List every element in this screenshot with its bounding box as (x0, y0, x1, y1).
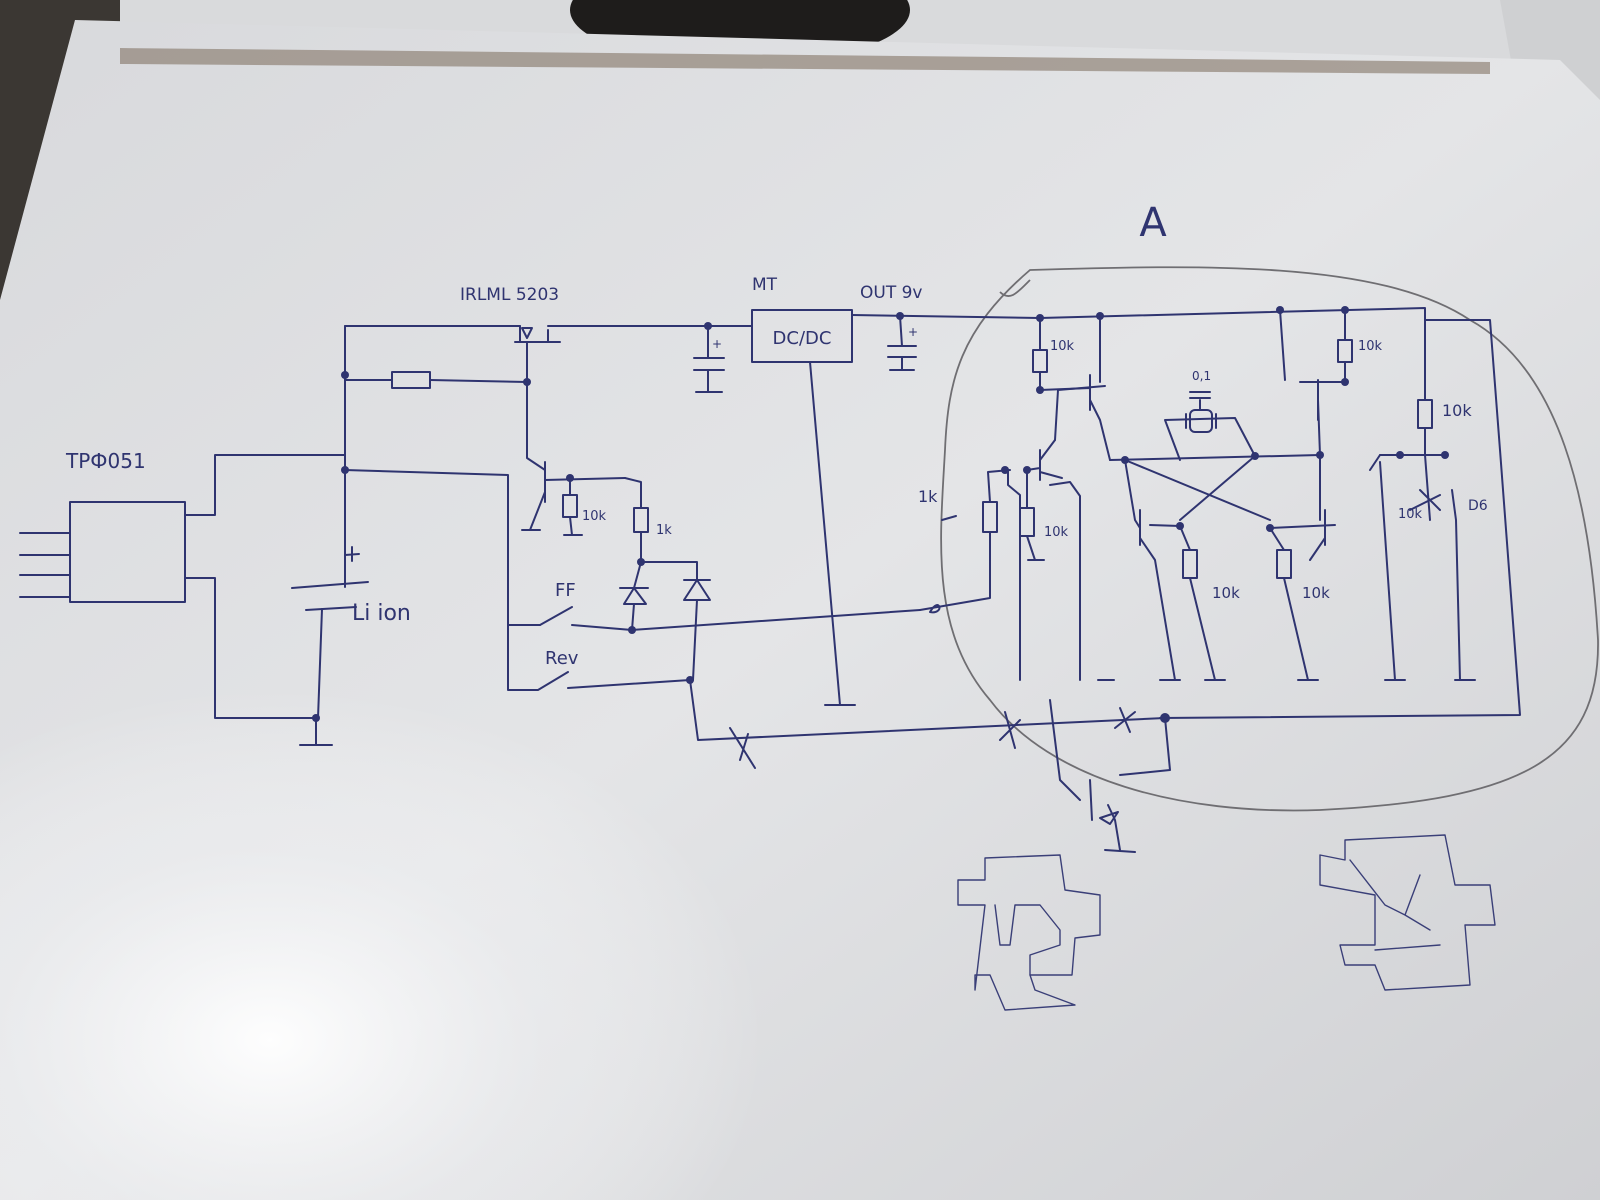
cap-plates (1185, 391, 1217, 429)
base-resistor-leads (563, 477, 583, 536)
ground-left (299, 717, 333, 746)
input-resistor-10k-leads (1026, 469, 1045, 561)
zener-symbol (1409, 454, 1441, 521)
p-mosfet-symbol (514, 325, 709, 383)
cross-coupling (1124, 455, 1271, 521)
wire-ic-to-battery-plus (184, 454, 346, 516)
wire-diodes-top (640, 561, 698, 581)
top-right-resistor (1337, 339, 1353, 363)
diode-leads (631, 599, 698, 681)
cap-plus: + (908, 325, 918, 339)
switch-rev-label: Rev (545, 648, 579, 669)
bottom-right-resistor-label: 10k (1302, 584, 1330, 602)
block-a-outline-tick (999, 279, 1031, 297)
wire-driver-base (544, 477, 626, 481)
right-resistor (1417, 399, 1433, 429)
bottom-left-resistor-leads (1189, 577, 1226, 681)
light-glare (0, 560, 900, 1200)
wire-ff-bases (1149, 524, 1336, 551)
sot23-sketch-right-inner (1349, 859, 1441, 951)
junction (341, 371, 349, 379)
input-capacitor (693, 325, 725, 393)
top-left-pnp (1039, 315, 1111, 461)
wire-switch-feed (344, 469, 541, 626)
right-resistor-label: 10k (1442, 401, 1472, 420)
bottom-left-resistor-label: 10k (1212, 584, 1240, 602)
led-resistor-leads (624, 477, 642, 561)
switch-ff-label: FF (555, 580, 576, 601)
junction (1396, 451, 1404, 459)
switch-rev (507, 624, 691, 691)
base-resistor-label: 10k (582, 509, 607, 524)
block-a-label: A (1139, 200, 1167, 246)
ff-transistor-right (1309, 454, 1326, 561)
input-resistor-1k-label: 1k (918, 487, 938, 506)
output-capacitor (887, 315, 917, 371)
charger-ic-body (69, 501, 186, 603)
wire-right-rail (1159, 319, 1521, 719)
ff-transistor-left (1124, 459, 1176, 681)
wire-to-input (919, 559, 991, 611)
charger-ic-label: TPФ051 (65, 449, 146, 473)
charger-ic-pins-left (19, 532, 71, 598)
top-right-pnp (1299, 379, 1346, 456)
sot23-sketch-left (957, 854, 1101, 1011)
wire-gate-resistor (344, 379, 528, 383)
input-transistor (1026, 439, 1063, 481)
output-npn-arrow (1099, 811, 1119, 825)
wire-a-top-rail (1039, 307, 1426, 321)
dcdc-block (751, 309, 853, 363)
junction (628, 626, 636, 634)
wire-cap-bridge (1164, 417, 1256, 461)
block-a-outline (940, 266, 1599, 812)
dcdc-maker-label: MT (752, 275, 778, 295)
sot23-sketch-left-inner (994, 904, 1061, 976)
junction (1441, 451, 1449, 459)
cut-mark (729, 727, 756, 769)
p-mosfet-arrow (521, 327, 533, 339)
p-mosfet-label: IRLML 5203 (460, 285, 559, 305)
sot23-sketch-right (1319, 834, 1496, 991)
dcdc-label: DC/DC (773, 328, 832, 349)
output-npn (1049, 699, 1171, 853)
input-resistor-10k-label: 10k (1044, 525, 1069, 540)
battery-leads (317, 325, 346, 719)
npn-driver (521, 381, 546, 531)
scribble (941, 515, 957, 521)
battery-plus-sign (344, 546, 360, 562)
battery-plate-long (291, 581, 369, 589)
top-right-resistor-label: 10k (1358, 339, 1383, 354)
cap-plus: + (712, 337, 722, 351)
wire-ff-middle (1109, 454, 1321, 461)
cap-value-label: 0,1 (1192, 369, 1211, 383)
output-label: OUT 9v (860, 283, 923, 303)
top-left-resistor-label: 10k (1050, 339, 1075, 354)
battery-plate-short (305, 606, 357, 611)
right-transistor (1369, 454, 1396, 681)
top-left-resistor (1032, 349, 1048, 373)
battery-label: Li ion (352, 601, 411, 626)
cut-mark (1114, 707, 1136, 733)
sleeve-edge (120, 48, 1490, 74)
junction (312, 714, 320, 722)
bottom-right-resistor-leads (1269, 527, 1319, 681)
cut-mark (999, 711, 1021, 749)
led-resistor-label: 1k (656, 523, 672, 538)
wire-input-emitter (1049, 481, 1081, 681)
wire-out-9v (851, 314, 1041, 319)
diode-d6 (1451, 489, 1461, 681)
wire-ic-to-battery-minus (184, 577, 316, 719)
wire-input-rail (1007, 469, 1021, 681)
dcdc-ground (809, 361, 856, 706)
zener-label: 10k (1398, 507, 1423, 522)
diode-d6-label: D6 (1468, 498, 1488, 514)
